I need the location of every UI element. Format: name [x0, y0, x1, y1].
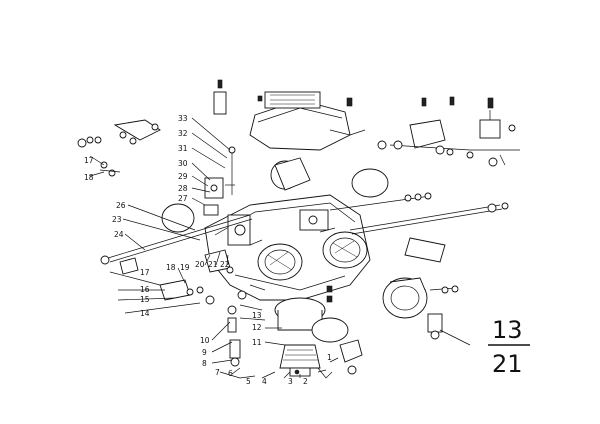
- top-cover: [213, 79, 366, 191]
- leader-lines: [89, 117, 339, 379]
- float-chamber: [219, 285, 363, 379]
- callout-15: 15: [140, 295, 150, 304]
- callout-33: 33: [178, 114, 188, 123]
- callout-24: 24: [114, 230, 124, 239]
- carburetor-body: [204, 194, 371, 301]
- left-linkage: [77, 119, 253, 305]
- callout-6: 6: [228, 369, 233, 378]
- choke-linkage: [203, 146, 236, 216]
- callout-20: 20: [195, 260, 205, 269]
- group-code-badge: 13 21: [488, 316, 530, 378]
- callout-30: 30: [178, 159, 188, 168]
- callout-11: 11: [252, 338, 262, 347]
- callout-29: 29: [178, 172, 188, 181]
- callout-23: 23: [112, 215, 122, 224]
- callout-1: 1: [327, 353, 332, 362]
- callout-21: 21: [208, 260, 218, 269]
- group-code-top: 13: [492, 316, 523, 344]
- throttle-shaft: [329, 192, 509, 263]
- callout-5: 5: [246, 377, 251, 386]
- air-horn: [382, 277, 471, 346]
- callout-17: 17: [140, 268, 150, 277]
- callout-19: 19: [180, 263, 190, 272]
- callout-26: 26: [116, 201, 126, 210]
- callout-7: 7: [215, 368, 220, 377]
- callout-2: 2: [303, 377, 308, 386]
- callout-17-left: 17: [84, 156, 94, 165]
- callout-31: 31: [178, 144, 188, 153]
- callout-9: 9: [202, 348, 207, 357]
- callout-16: 16: [140, 285, 150, 294]
- callout-8: 8: [202, 359, 207, 368]
- callout-10: 10: [200, 336, 210, 345]
- callout-18-left: 18: [84, 173, 94, 182]
- callout-32: 32: [178, 129, 188, 138]
- callout-13: 13: [252, 311, 262, 320]
- callout-28: 28: [178, 184, 188, 193]
- callout-27: 27: [178, 194, 188, 203]
- callout-18: 18: [166, 263, 176, 272]
- callout-labels: 33 32 31 30 29 28 27 26 23 24 17 18 16 1…: [84, 114, 332, 386]
- callout-4: 4: [262, 377, 267, 386]
- top-right-linkage: [351, 96, 520, 198]
- callout-14: 14: [140, 309, 150, 318]
- callout-22: 22: [220, 260, 230, 269]
- group-code-bottom: 21: [492, 350, 523, 378]
- callout-3: 3: [288, 377, 293, 386]
- callout-12: 12: [252, 323, 262, 332]
